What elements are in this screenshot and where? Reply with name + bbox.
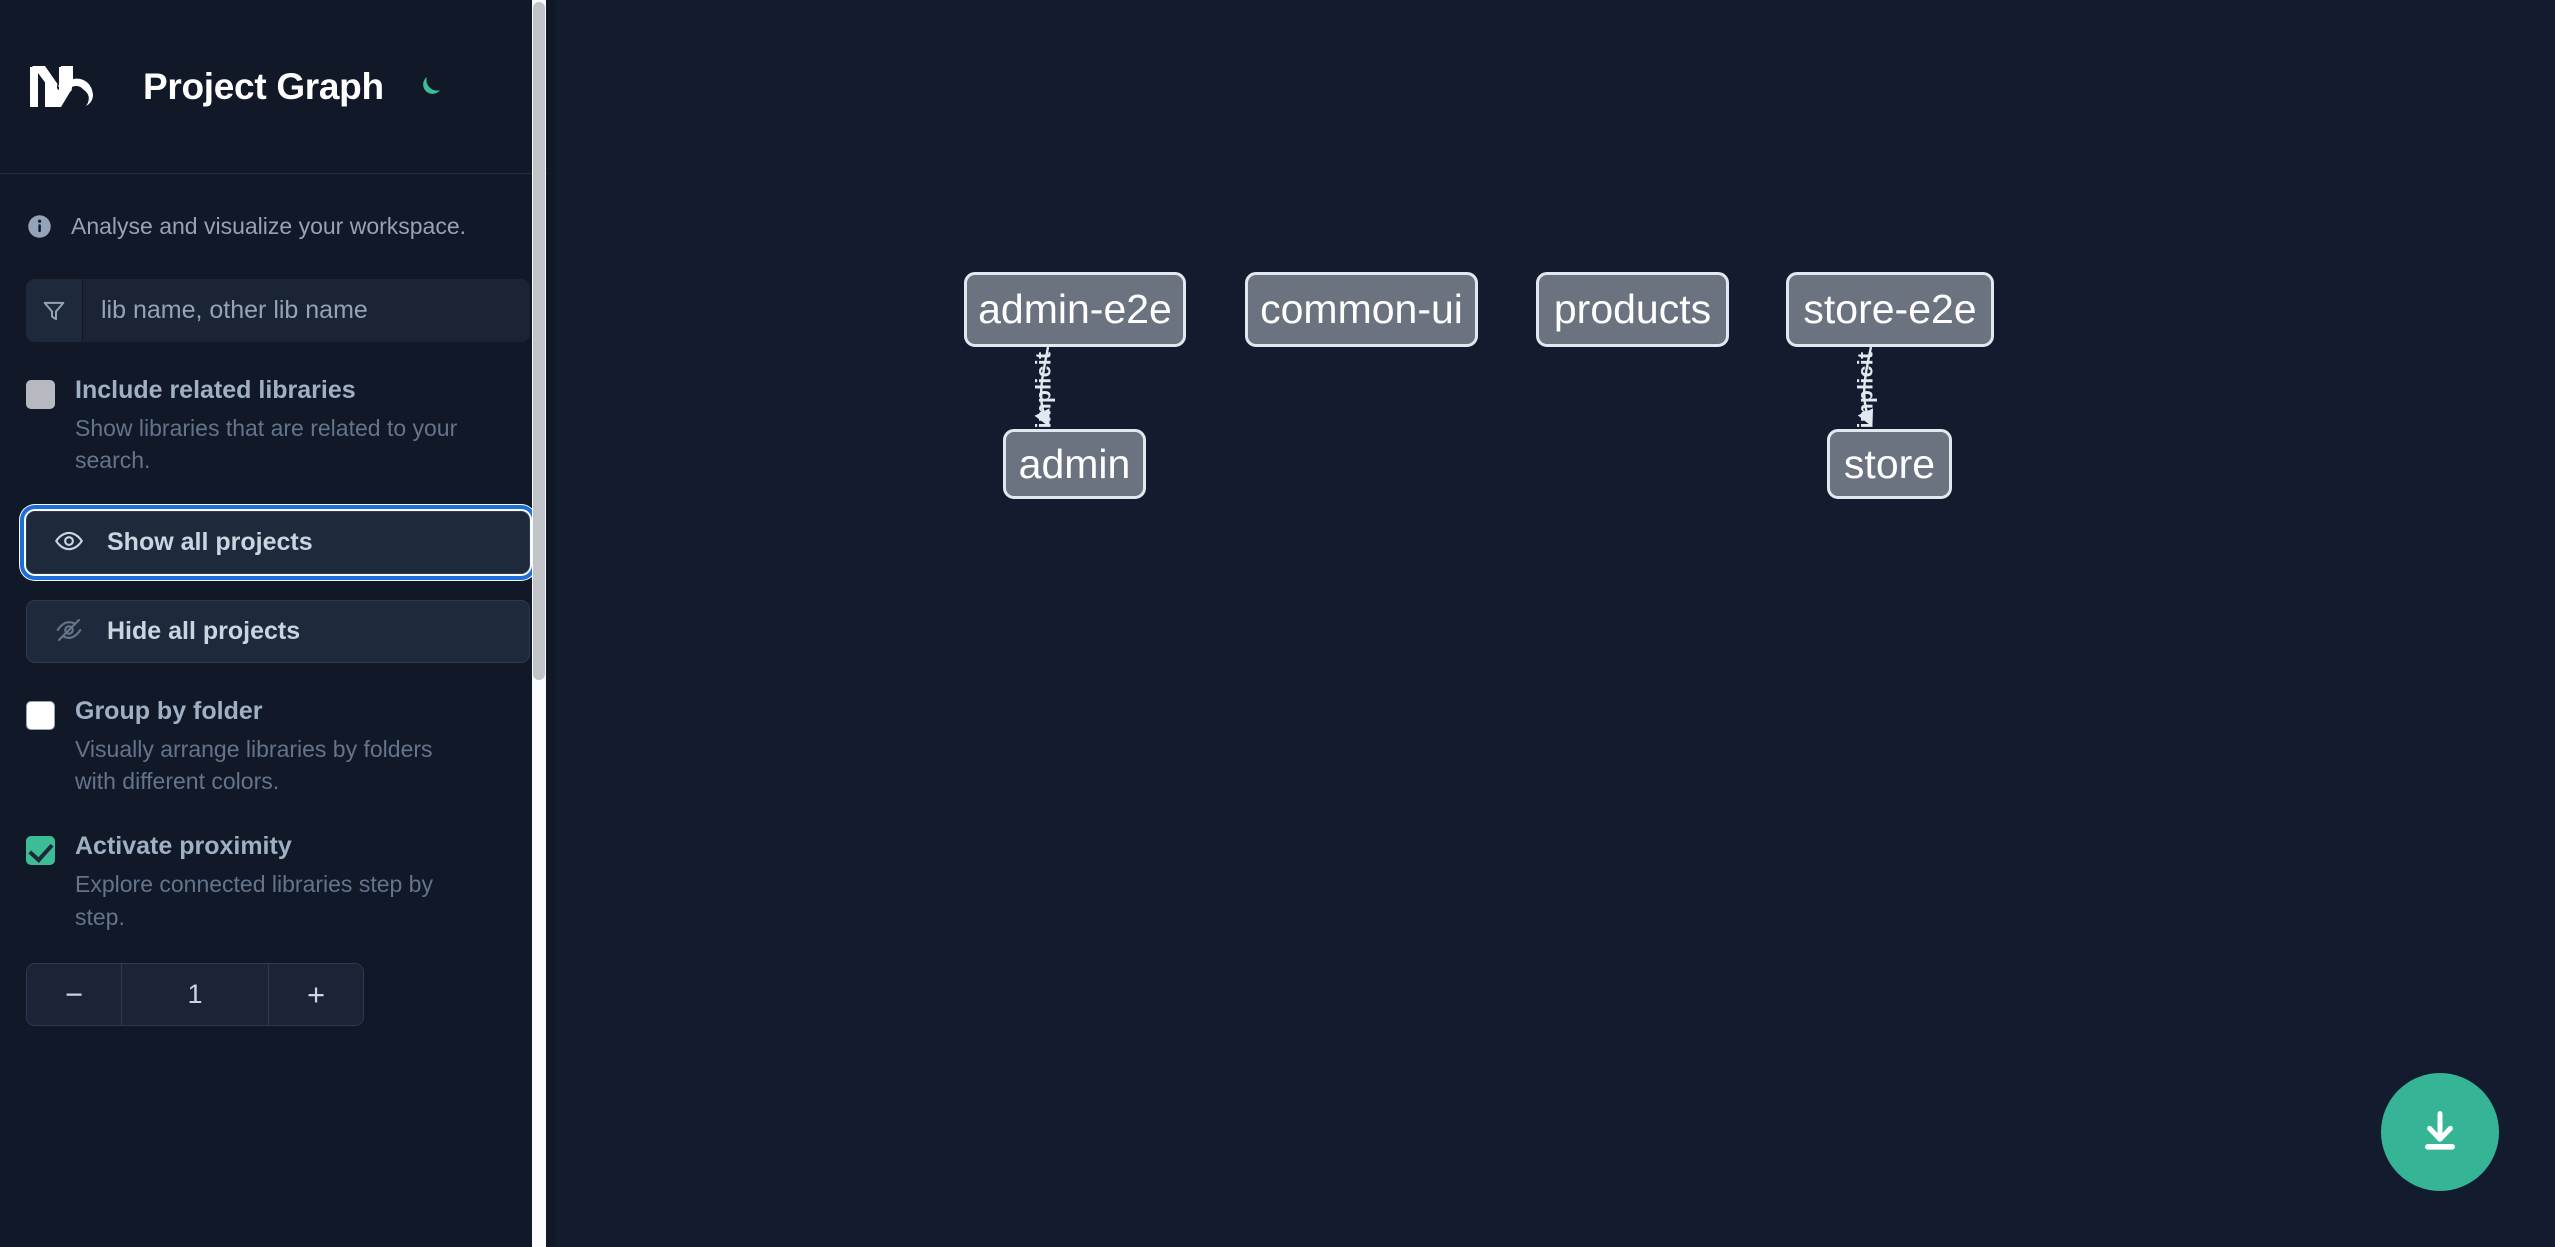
workspace-info-text: Analyse and visualize your workspace. — [71, 213, 467, 239]
button-label: Show all projects — [107, 528, 313, 557]
proximity-decrement-button[interactable]: − — [27, 964, 122, 1026]
option-label: Include related libraries — [75, 376, 356, 404]
graph-node-common-ui[interactable]: common-ui — [1245, 272, 1478, 347]
proximity-stepper: − 1 + — [26, 963, 364, 1027]
sidebar-scrollbar[interactable] — [532, 0, 546, 1247]
download-icon — [2414, 1105, 2466, 1160]
edge-label-store-e2e-to-store: implicit — [1854, 351, 1878, 429]
download-button[interactable] — [2381, 1073, 2499, 1191]
option-label: Group by folder — [75, 697, 263, 726]
option-label: Activate proximity — [75, 832, 292, 861]
activate-proximity-checkbox[interactable] — [26, 836, 55, 866]
graph-node-admin-e2e[interactable]: admin-e2e — [964, 272, 1186, 347]
page-title: Project Graph — [143, 65, 384, 107]
nx-logo-icon — [26, 57, 114, 117]
proximity-value: 1 — [187, 979, 203, 1010]
project-visibility-actions: Show all projects Hide all projects — [0, 505, 556, 664]
option-activate-proximity: Activate proximity Explore connected lib… — [0, 830, 556, 933]
option-description: Show libraries that are related to your … — [75, 414, 458, 474]
include-related-libraries-checkbox[interactable] — [26, 380, 55, 409]
graph-edges — [1034, 346, 1874, 428]
eye-icon — [54, 526, 84, 559]
edge-label-admin-e2e-to-admin: implicit — [1032, 351, 1056, 429]
option-include-related-libraries: Include related libraries Show libraries… — [0, 374, 556, 477]
workspace-info: Analyse and visualize your workspace. — [0, 174, 556, 279]
search-field[interactable] — [26, 279, 530, 342]
search-input[interactable] — [83, 279, 530, 342]
moon-icon[interactable] — [411, 68, 449, 106]
graph-canvas[interactable]: implicit implicit admin-e2e common-ui pr… — [556, 0, 2555, 1247]
eye-off-icon — [54, 615, 84, 648]
sidebar-edge — [548, 0, 556, 1247]
option-group-by-folder: Group by folder Visually arrange librari… — [0, 695, 556, 798]
group-by-folder-checkbox[interactable] — [26, 701, 55, 731]
sidebar: Project Graph Analyse and visualize your… — [0, 0, 556, 1247]
option-description: Explore connected libraries step by step… — [75, 870, 433, 930]
proximity-increment-button[interactable]: + — [268, 964, 363, 1026]
hide-all-projects-button[interactable]: Hide all projects — [26, 600, 530, 664]
graph-node-admin[interactable]: admin — [1003, 429, 1146, 499]
graph-node-store[interactable]: store — [1827, 429, 1952, 499]
sidebar-scrollbar-thumb[interactable] — [533, 2, 545, 680]
show-all-projects-button[interactable]: Show all projects — [20, 505, 536, 581]
sidebar-header: Project Graph — [0, 0, 556, 174]
option-description: Visually arrange libraries by folders wi… — [75, 735, 433, 795]
info-icon — [26, 213, 53, 240]
filter-icon — [26, 279, 83, 342]
button-label: Hide all projects — [107, 617, 301, 646]
graph-node-products[interactable]: products — [1536, 272, 1729, 347]
graph-node-store-e2e[interactable]: store-e2e — [1786, 272, 1994, 347]
